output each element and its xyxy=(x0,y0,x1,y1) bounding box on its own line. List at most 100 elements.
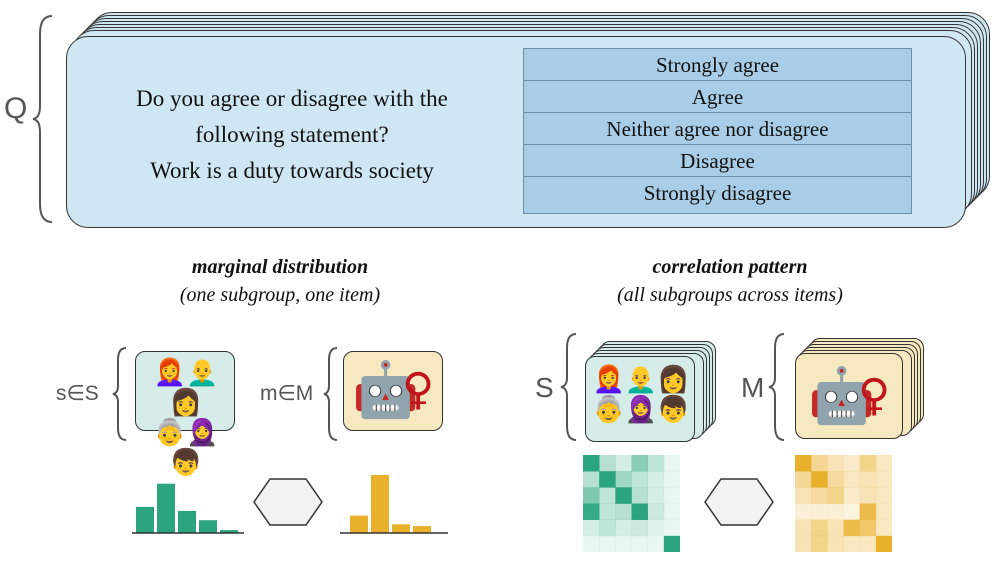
answer-option: Agree xyxy=(524,81,911,113)
human-subgroup-card: 👩‍🦰👨‍🦲👩 👵🧕👦 xyxy=(135,351,235,477)
heatmap-cell xyxy=(647,455,665,472)
heatmap-cell xyxy=(631,455,648,472)
heatmap-cell xyxy=(875,519,892,537)
question-line: Do you agree or disagree with the xyxy=(136,86,448,111)
heatmap-cell xyxy=(843,471,860,488)
heatmap-cell xyxy=(631,519,648,537)
answer-options: Strongly agree Agree Neither agree nor d… xyxy=(523,48,912,214)
heatmap-cell xyxy=(843,487,860,504)
heatmap-cell xyxy=(827,503,844,520)
people-icon: 👩‍🦰👨‍🦲👩 👵🧕👦 xyxy=(153,358,219,477)
histogram-bar xyxy=(371,475,389,533)
heatmap-cell xyxy=(599,455,616,472)
model-brace xyxy=(323,347,338,441)
question-line: following statement? xyxy=(195,122,389,147)
histogram-bar xyxy=(350,515,368,533)
heatmap-cell xyxy=(875,503,892,520)
human-marginal-histogram xyxy=(132,483,244,534)
heatmap-cell xyxy=(859,471,877,488)
heatmap-cell xyxy=(615,503,632,520)
heatmap-cell xyxy=(843,519,860,537)
model-correlation-matrix xyxy=(795,455,892,552)
heatmap-cell xyxy=(795,535,812,552)
model-card: 🤖 ♀ xyxy=(343,351,443,431)
heatmap-cell xyxy=(827,535,844,552)
heatmap-cell xyxy=(599,519,616,537)
heatmap-cell xyxy=(631,535,648,552)
heatmap-cell xyxy=(827,455,844,472)
heatmap-cell xyxy=(599,503,616,520)
heatmap-cell xyxy=(875,471,892,488)
correlation-subtitle: (all subgroups across items) xyxy=(617,284,843,306)
question-text: Do you agree or disagree with the follow… xyxy=(107,81,477,189)
female-icon: ♀ xyxy=(402,364,435,415)
subgroups-label: S xyxy=(535,372,554,403)
heatmap-cell xyxy=(615,519,632,537)
heatmap-cell xyxy=(875,535,892,552)
heatmap-cell xyxy=(827,519,844,537)
heatmap-cell xyxy=(795,503,812,520)
heatmap-cell xyxy=(875,455,892,472)
heatmap-cell xyxy=(827,487,844,504)
compare-hexagon xyxy=(253,478,323,526)
compare-hexagon xyxy=(704,478,774,526)
answer-option: Disagree xyxy=(524,145,911,177)
histogram-bar xyxy=(413,526,431,533)
heatmap-cell xyxy=(859,487,877,504)
histogram-bar xyxy=(199,520,217,533)
heatmap-cell xyxy=(663,535,680,552)
heatmap-cell xyxy=(811,535,828,552)
question-card: Do you agree or disagree with the follow… xyxy=(66,36,966,228)
heatmap-cell xyxy=(615,487,632,504)
robot-icon: 🤖 xyxy=(352,360,420,420)
human-correlation-matrix xyxy=(583,455,680,552)
heatmap-cell xyxy=(843,503,860,520)
heatmap-cell xyxy=(795,519,812,537)
heatmap-cell xyxy=(663,471,680,488)
correlation-title: correlation pattern xyxy=(652,256,808,278)
heatmap-cell xyxy=(663,455,680,472)
heatmap-cell xyxy=(615,455,632,472)
heatmap-cell xyxy=(599,487,616,504)
heatmap-cell xyxy=(583,519,600,537)
heatmap-cell xyxy=(663,503,680,520)
heatmap-cell xyxy=(631,487,648,504)
heatmap-cell xyxy=(663,519,680,537)
model-marginal-histogram xyxy=(340,475,448,534)
marginal-subtitle: (one subgroup, one item) xyxy=(179,284,381,306)
female-icon: ♀ xyxy=(858,370,891,421)
question-label: Q xyxy=(4,92,28,125)
heatmap-cell xyxy=(811,455,828,472)
heatmap-cell xyxy=(843,455,860,472)
heatmap-cell xyxy=(811,487,828,504)
heatmap-cell xyxy=(795,455,812,472)
heatmap-cell xyxy=(615,471,632,488)
heatmap-cell xyxy=(615,535,632,552)
heatmap-cell xyxy=(583,503,600,520)
histogram-bar xyxy=(220,530,238,533)
answer-option: Strongly disagree xyxy=(524,177,911,213)
heatmap-cell xyxy=(647,535,665,552)
heatmap-cell xyxy=(795,487,812,504)
heatmap-cell xyxy=(647,519,665,537)
answer-option: Strongly agree xyxy=(524,49,911,81)
histogram-bar xyxy=(157,483,175,533)
heatmap-cell xyxy=(827,471,844,488)
heatmap-cell xyxy=(811,519,828,537)
heatmap-cell xyxy=(599,535,616,552)
heatmap-cell xyxy=(647,503,665,520)
subgroup-label: s∈S xyxy=(56,382,99,405)
heatmap-cell xyxy=(663,487,680,504)
heatmap-cell xyxy=(583,487,600,504)
answer-option: Neither agree nor disagree xyxy=(524,113,911,145)
heatmap-cell xyxy=(859,519,877,537)
heatmap-cell xyxy=(583,455,600,472)
histogram-bar xyxy=(136,506,154,533)
heatmap-cell xyxy=(647,487,665,504)
question-brace xyxy=(32,15,53,223)
heatmap-cell xyxy=(859,535,877,552)
people-icon: 👩‍🦰👨‍🦲👩 👵🧕👦 xyxy=(592,365,690,424)
marginal-title: marginal distribution xyxy=(191,256,369,278)
heatmap-cell xyxy=(795,471,812,488)
question-line: Work is a duty towards society xyxy=(150,158,434,183)
